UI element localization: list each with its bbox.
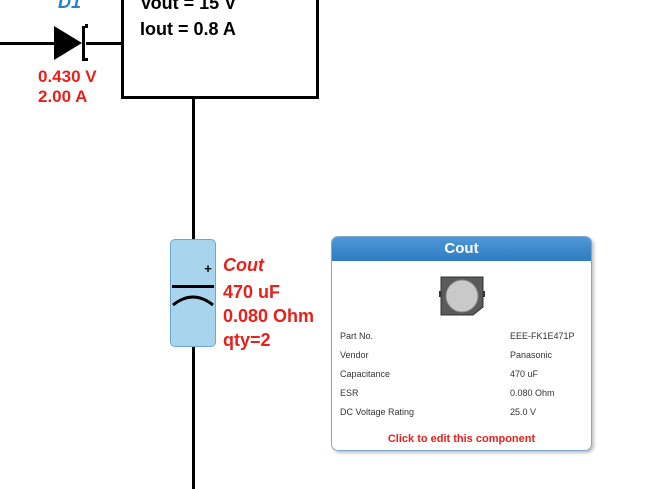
- diode-bar-tip-bottom: [82, 58, 88, 61]
- capacitor-plate-negative: [172, 295, 214, 307]
- property-value: EEE-FK1E471P: [510, 331, 575, 341]
- property-row: Part No. EEE-FK1E471P: [340, 331, 588, 350]
- diode-voltage-label: 0.430 V: [38, 67, 97, 86]
- component-info-card[interactable]: Cout Part No. EEE-FK1E471P Vendor Panaso…: [331, 236, 592, 451]
- diode-symbol[interactable]: [50, 22, 90, 66]
- wire-cap-to-bottom: [192, 346, 195, 489]
- vout-label: Vout = 15 V: [140, 0, 237, 13]
- capacitor-polarity-plus: +: [204, 261, 212, 276]
- card-title: Cout: [332, 237, 591, 261]
- capacitor-name-label: Cout: [223, 255, 264, 275]
- properties-list: Part No. EEE-FK1E471P Vendor Panasonic C…: [340, 331, 588, 426]
- diode-bar-tip-top: [85, 24, 88, 28]
- diode-bar: [82, 26, 85, 60]
- property-value: 470 uF: [510, 369, 539, 379]
- capacitor-symbol: +: [172, 261, 214, 307]
- wire-box-right-edge: [316, 0, 319, 99]
- property-label: DC Voltage Rating: [340, 407, 415, 417]
- property-row: Capacitance 470 uF: [340, 369, 588, 388]
- capacitor-value-label: 470 uF: [223, 282, 281, 302]
- property-label: Vendor: [340, 350, 369, 360]
- edit-component-link[interactable]: Click to edit this component: [387, 433, 536, 445]
- diode-current-label: 2.00 A: [38, 87, 88, 106]
- property-value: 25.0 V: [510, 407, 537, 417]
- property-label: ESR: [340, 388, 359, 398]
- property-label: Capacitance: [340, 369, 391, 379]
- property-label: Part No.: [340, 331, 374, 341]
- capacitor-esr-label: 0.080 Ohm: [223, 306, 315, 326]
- electrolytic-capacitor-smd-icon: [439, 276, 485, 316]
- capacitor-qty-label: qty=2: [223, 330, 271, 350]
- wire-diode-to-box: [86, 42, 123, 45]
- property-value: Panasonic: [510, 350, 553, 360]
- iout-label: Iout = 0.8 A: [140, 19, 236, 39]
- property-row: DC Voltage Rating 25.0 V: [340, 407, 588, 426]
- property-value: 0.080 Ohm: [510, 388, 555, 398]
- diode-name-label: D1: [58, 0, 82, 12]
- capacitor-plate-positive: [172, 285, 214, 288]
- capacitor-cout[interactable]: +: [170, 239, 216, 347]
- wire-node-to-cap: [192, 96, 195, 240]
- property-row: ESR 0.080 Ohm: [340, 388, 588, 407]
- diode-triangle: [54, 26, 82, 60]
- wire-box-left-edge: [121, 0, 124, 98]
- property-row: Vendor Panasonic: [340, 350, 588, 369]
- wire-left-to-diode: [0, 42, 58, 45]
- wire-box-bottom: [121, 96, 318, 99]
